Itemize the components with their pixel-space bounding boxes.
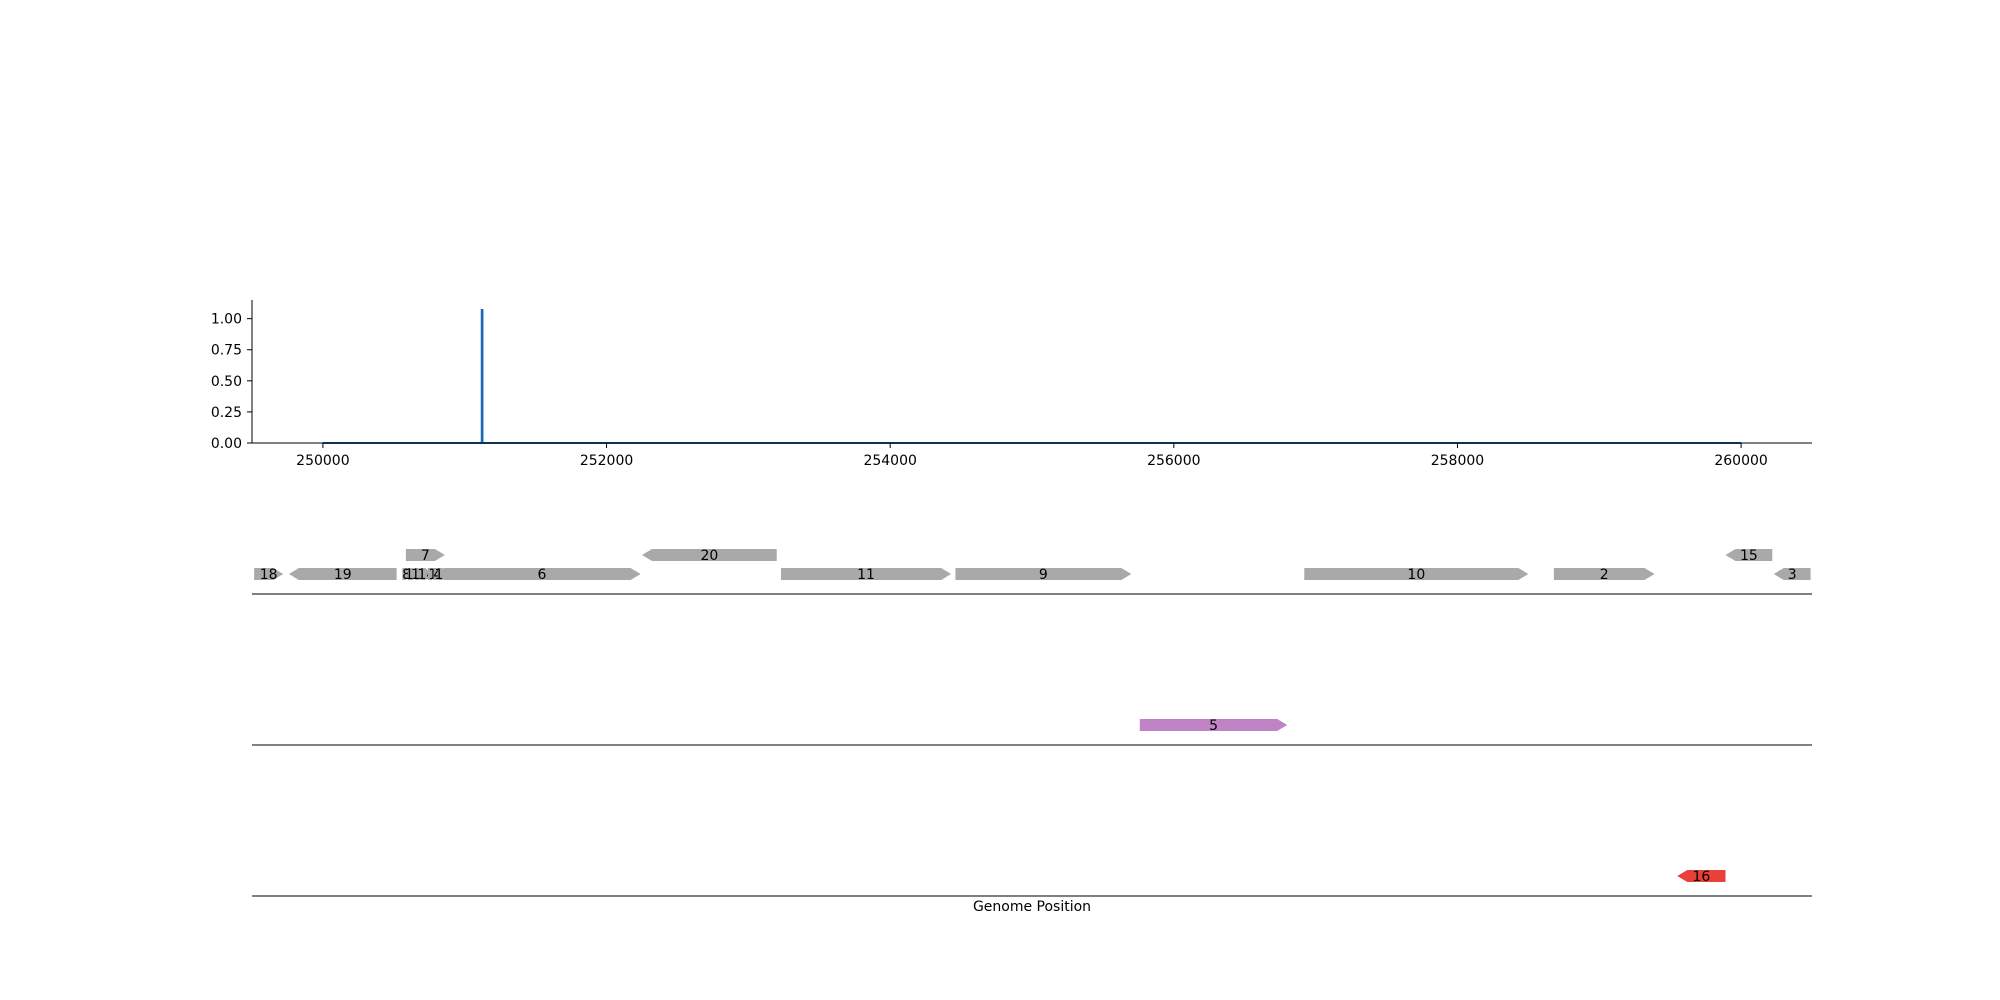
gene-tracks: 1819813121414176720119102153516 — [252, 548, 1812, 897]
gene-feature-19 — [288, 568, 397, 580]
coverage-axes: 0.00 0.25 0.50 0.75 1.00 250000 252000 254000 25… — [211, 300, 1812, 469]
gene-feature-9 — [955, 568, 1132, 580]
gene-feature-2 — [1553, 568, 1655, 580]
gene-feature-14 — [420, 568, 433, 580]
gene-label-3: 3 — [1788, 567, 1797, 583]
gene-feature-18 — [254, 568, 284, 580]
gene-feature-12 — [415, 568, 426, 580]
gene-feature-6 — [443, 568, 641, 580]
gene-track-2: 5 — [252, 718, 1812, 746]
x-tick-label: 258000 — [1431, 453, 1484, 469]
gene-feature-10 — [1304, 568, 1529, 580]
gene-label-5: 5 — [1209, 718, 1218, 734]
gene-feature-5 — [1139, 719, 1288, 731]
gene-label-1: 1 — [428, 567, 437, 583]
coverage-series-line-0 — [322, 308, 1742, 444]
x-axis-title: Genome Position — [973, 899, 1091, 915]
coverage-plot: 0.00 0.25 0.50 0.75 1.00 250000 252000 254000 25… — [211, 300, 1812, 469]
gene-track-3: 16 — [252, 869, 1812, 897]
gene-label-8: 8 — [402, 567, 411, 583]
gene-feature-3 — [1773, 568, 1811, 580]
gene-label-11: 11 — [857, 567, 875, 583]
gene-label-16: 16 — [1692, 869, 1710, 885]
y-tick-label: 0.00 — [211, 436, 242, 452]
gene-label-2: 2 — [1600, 567, 1609, 583]
gene-feature-11 — [780, 568, 952, 580]
gene-label-20: 20 — [700, 548, 718, 564]
coverage-line-layer — [322, 308, 1742, 444]
gene-track-1: 1819813121414176720119102153 — [252, 548, 1812, 595]
gene-label-6: 6 — [538, 567, 547, 583]
y-tick-label: 0.25 — [211, 405, 242, 421]
y-tick-label: 0.50 — [211, 374, 242, 390]
y-tick-label: 1.00 — [211, 312, 242, 328]
gene-label-9: 9 — [1039, 567, 1048, 583]
gene-feature-7 — [405, 549, 445, 561]
gene-feature-8 — [402, 568, 411, 580]
gene-label-10: 10 — [1407, 567, 1425, 583]
x-tick-label: 254000 — [863, 453, 916, 469]
gene-label-15: 15 — [1740, 548, 1758, 564]
gene-feature-1 — [427, 568, 438, 580]
gene-feature-15 — [1725, 549, 1773, 561]
x-tick-label: 260000 — [1714, 453, 1767, 469]
gene-feature-20 — [642, 549, 777, 561]
x-tick-label: 252000 — [580, 453, 633, 469]
gene-feature-13 — [408, 568, 420, 580]
gene-label-7: 7 — [421, 548, 430, 564]
y-tick-label: 0.75 — [211, 343, 242, 359]
x-tick-label: 250000 — [296, 453, 349, 469]
gene-label-19: 19 — [334, 567, 352, 583]
x-tick-label: 256000 — [1147, 453, 1200, 469]
gene-feature-16 — [1677, 870, 1726, 882]
gene-label-18: 18 — [260, 567, 278, 583]
